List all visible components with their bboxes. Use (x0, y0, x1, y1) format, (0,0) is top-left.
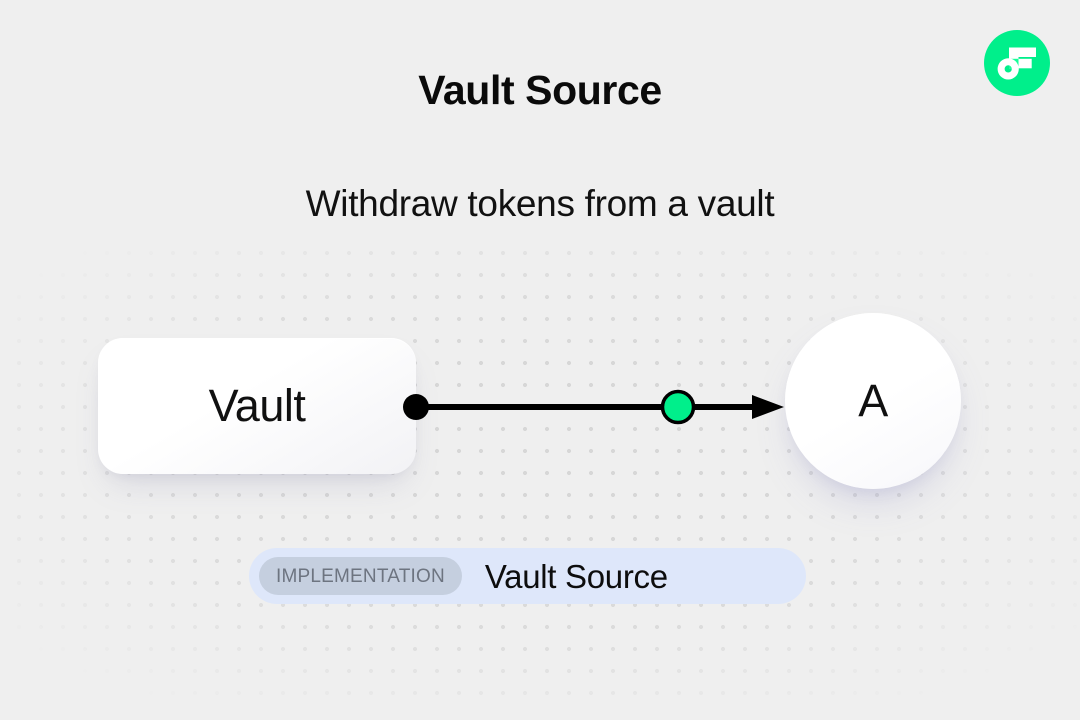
page-subtitle: Withdraw tokens from a vault (305, 183, 775, 224)
node-a-label: A (858, 374, 888, 426)
implementation-tag: IMPLEMENTATION (259, 557, 462, 595)
edge-source-handle[interactable] (403, 394, 429, 420)
node-vault[interactable]: Vault (98, 338, 416, 474)
node-a[interactable]: A (785, 313, 961, 489)
node-vault-label: Vault (208, 379, 306, 431)
implementation-badge[interactable]: IMPLEMENTATION Vault Source (249, 548, 806, 604)
edge-midpoint-handle[interactable] (660, 389, 696, 425)
edge-arrowhead-icon (752, 395, 784, 419)
flow-logo-icon (984, 30, 1050, 96)
implementation-name: Vault Source (484, 557, 668, 595)
page-title: Vault Source (418, 67, 662, 113)
